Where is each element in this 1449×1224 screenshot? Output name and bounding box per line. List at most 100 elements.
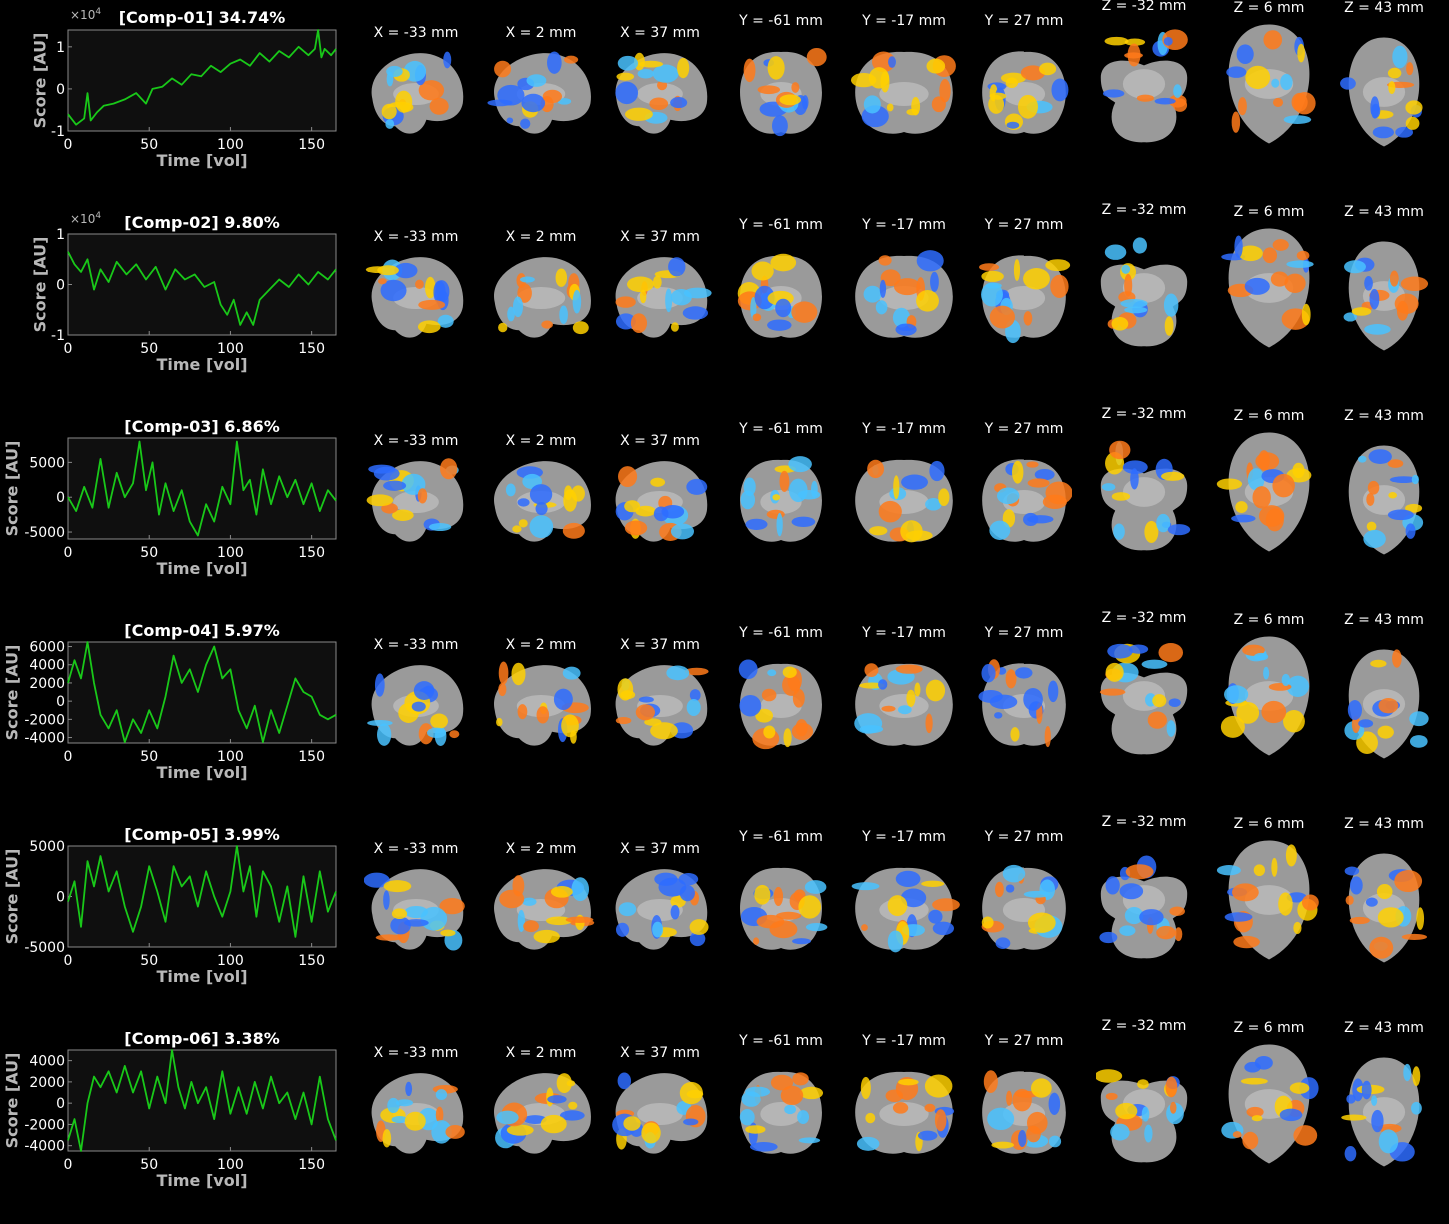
plot-area: [67, 1049, 337, 1152]
x-tick-label: 0: [64, 341, 73, 357]
activation-blob: [771, 115, 788, 137]
activation-blob: [1347, 699, 1362, 721]
activation-blob: [1346, 1094, 1356, 1104]
activation-blob: [1115, 1102, 1138, 1120]
activation-blob: [1388, 492, 1398, 499]
white-matter: [1002, 286, 1046, 310]
activation-blob: [914, 682, 921, 697]
brain-slice: [1096, 1069, 1188, 1163]
activation-blob: [1246, 1106, 1264, 1118]
activation-blob: [617, 55, 639, 71]
activation-blob: [869, 526, 888, 536]
activation-blob: [1341, 1114, 1367, 1121]
activation-blob: [683, 1118, 699, 1126]
activation-blob: [739, 1109, 755, 1126]
activation-blob: [535, 502, 548, 516]
brain-slice: [615, 461, 708, 542]
activation-blob: [677, 57, 690, 79]
activation-blob: [921, 880, 945, 887]
activation-blob: [1101, 483, 1116, 492]
y-tick-label: 6000: [29, 640, 65, 656]
activation-blob: [802, 95, 809, 110]
slice-label: Z = -32 mm: [1101, 0, 1187, 14]
y-axis-label: Score [AU]: [2, 440, 22, 536]
activation-blob: [745, 518, 768, 530]
activation-blob: [1124, 306, 1148, 314]
activation-blob: [1389, 270, 1399, 287]
brain-slice: [855, 250, 953, 338]
activation-blob: [1301, 303, 1311, 326]
slice-label: X = 37 mm: [620, 841, 700, 857]
slice-label: Z = 43 mm: [1344, 204, 1424, 220]
brain-slice: [1344, 853, 1428, 963]
brain-slice: [1343, 241, 1429, 351]
slice-label: Z = 6 mm: [1233, 1020, 1305, 1036]
x-tick-label: 50: [140, 1157, 158, 1173]
activation-blob: [798, 895, 822, 919]
activation-blob: [1104, 244, 1127, 260]
axis-exponent: ×104: [70, 211, 101, 226]
white-matter: [1122, 69, 1166, 99]
slice-label: Y = -61 mm: [739, 217, 823, 233]
activation-blob: [1395, 126, 1413, 138]
activation-blob: [1272, 239, 1289, 251]
activation-blob: [893, 278, 921, 296]
slice-label: X = 2 mm: [505, 1045, 577, 1061]
activation-blob: [428, 523, 452, 532]
activation-blob: [1111, 492, 1131, 501]
activation-blob: [1039, 62, 1057, 76]
brain-slice: [1100, 440, 1191, 551]
x-axis-label: Time [vol]: [156, 151, 248, 170]
activation-blob: [792, 938, 811, 945]
activation-blob: [1006, 1090, 1013, 1106]
activation-blob: [395, 90, 413, 113]
brain-slice: [615, 257, 712, 338]
activation-blob: [405, 1081, 413, 1097]
slice-label: Y = -61 mm: [739, 1033, 823, 1049]
activation-blob: [1232, 1131, 1242, 1138]
y-axis-label: Score [AU]: [2, 644, 22, 740]
slice-label: Y = -17 mm: [862, 217, 946, 233]
activation-blob: [1144, 520, 1159, 543]
activation-blob: [635, 505, 656, 517]
slice-label: Y = 27 mm: [984, 1033, 1064, 1049]
activation-blob: [932, 921, 955, 936]
slice-label: Z = 6 mm: [1233, 0, 1305, 16]
activation-blob: [562, 666, 581, 680]
activation-blob: [791, 516, 816, 527]
activation-blob: [1364, 275, 1373, 291]
activation-blob: [739, 694, 762, 717]
brain-slice: [494, 1073, 591, 1154]
plot-area: [67, 437, 337, 540]
activation-blob: [1119, 925, 1136, 936]
activation-blob: [404, 919, 429, 927]
activation-blob: [924, 1103, 936, 1113]
activation-blob: [804, 880, 827, 894]
activation-blob: [1345, 895, 1354, 905]
activation-blob: [1173, 84, 1182, 98]
activation-blob: [745, 1125, 766, 1134]
activation-blob: [670, 97, 688, 109]
x-tick-label: 50: [140, 545, 158, 561]
activation-blob: [767, 319, 792, 331]
activation-blob: [1168, 94, 1187, 108]
activation-blob: [1156, 925, 1176, 940]
activation-blob: [773, 886, 784, 907]
activation-blob: [505, 483, 516, 497]
activation-blob: [529, 515, 554, 539]
activation-blob: [860, 1076, 871, 1100]
activation-blob: [872, 51, 896, 73]
x-tick-label: 50: [140, 137, 158, 153]
x-axis-label: Time [vol]: [156, 763, 248, 782]
activation-blob: [375, 934, 403, 941]
activation-blob: [413, 681, 435, 701]
activation-blob: [887, 895, 908, 917]
activation-blob: [779, 94, 801, 106]
activation-blob: [625, 107, 653, 121]
activation-blob: [1272, 97, 1284, 107]
activation-blob: [738, 659, 758, 680]
x-tick-label: 100: [217, 1157, 244, 1173]
activation-blob: [679, 1081, 703, 1105]
activation-blob: [563, 55, 579, 64]
